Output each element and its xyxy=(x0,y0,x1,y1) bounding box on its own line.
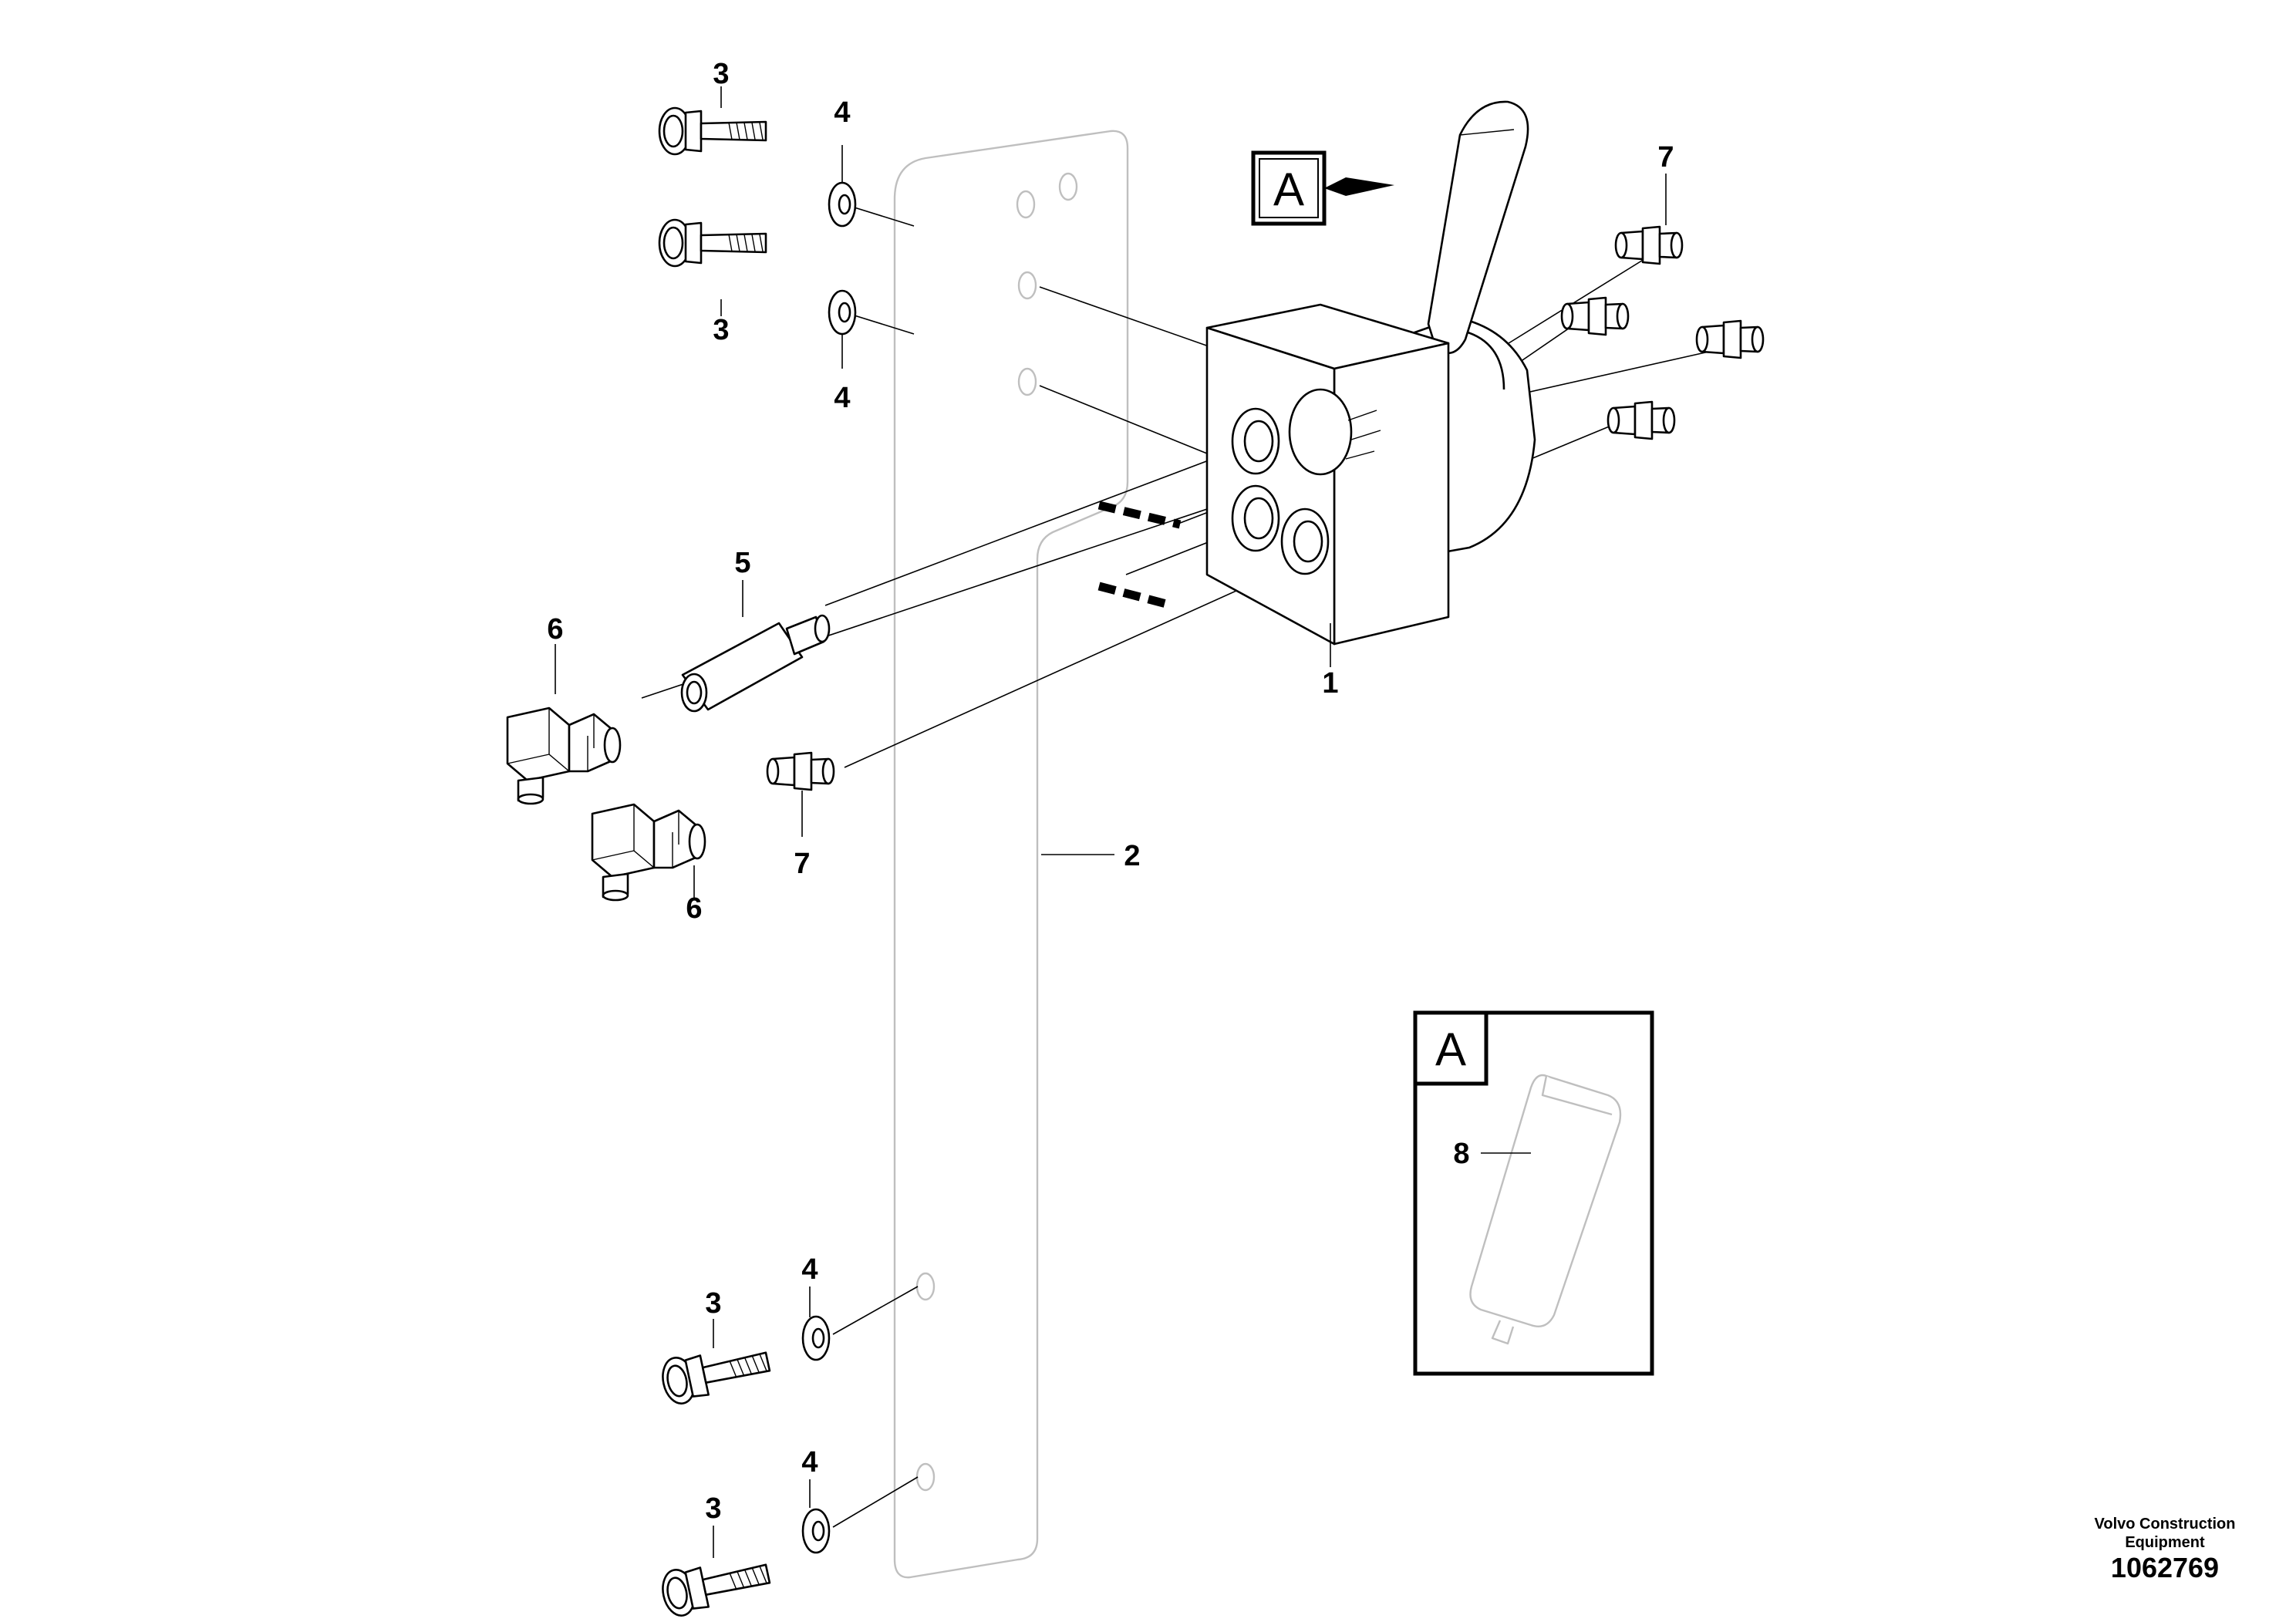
callout-7: 7 xyxy=(794,848,810,880)
detail-view-letter: A xyxy=(1435,1023,1466,1075)
callout-4: 4 xyxy=(834,96,850,129)
callout-leaders xyxy=(555,86,1667,1558)
washer-top-1 xyxy=(828,181,857,228)
washer-top-2 xyxy=(828,289,857,336)
callout-5: 5 xyxy=(734,547,750,579)
company-name: Volvo Construction Equipment xyxy=(2065,1515,2265,1552)
bolt-top-1 xyxy=(658,106,767,156)
nipple-right-1 xyxy=(1614,225,1684,265)
nipple-right-2 xyxy=(1560,296,1630,336)
elbow-upper xyxy=(506,706,622,805)
detail-view-a: A xyxy=(1413,1010,1654,1376)
callout-3: 3 xyxy=(705,1287,721,1320)
valve-part xyxy=(1205,100,1536,646)
nipple-left xyxy=(766,751,835,791)
nipple-right-3 xyxy=(1695,319,1765,359)
callout-4: 4 xyxy=(834,382,850,414)
company-line-2: Equipment xyxy=(2125,1534,2205,1551)
callout-3: 3 xyxy=(705,1492,721,1525)
washer-bottom-1 xyxy=(801,1315,831,1361)
bolt-top-2 xyxy=(658,218,767,268)
view-a-letter: A xyxy=(1273,164,1304,215)
callout-4: 4 xyxy=(801,1446,818,1479)
knob-part xyxy=(1469,1074,1622,1345)
callout-6: 6 xyxy=(686,892,702,925)
callout-4: 4 xyxy=(801,1253,818,1286)
callout-1: 1 xyxy=(1322,667,1338,700)
elbow-lower xyxy=(591,803,706,902)
callouts: 3 3 4 4 5 6 6 7 7 1 2 3 4 3 4 8 xyxy=(547,58,1674,1525)
nipple-right-4 xyxy=(1607,400,1676,440)
company-line-1: Volvo Construction xyxy=(2094,1516,2236,1533)
adapter-part xyxy=(680,614,831,713)
callout-6: 6 xyxy=(547,613,563,646)
callout-3: 3 xyxy=(713,314,729,346)
bolt-bottom-1 xyxy=(657,1337,774,1408)
drawing-number: 1062769 xyxy=(2110,1552,2220,1583)
bolt-bottom-2 xyxy=(657,1549,774,1620)
view-a-marker: A xyxy=(1251,150,1394,226)
washer-bottom-2 xyxy=(801,1508,831,1554)
callout-2: 2 xyxy=(1124,840,1140,872)
callout-3: 3 xyxy=(713,58,729,90)
callout-8: 8 xyxy=(1453,1138,1469,1170)
bracket-part xyxy=(893,130,1129,1579)
callout-7: 7 xyxy=(1657,141,1674,174)
